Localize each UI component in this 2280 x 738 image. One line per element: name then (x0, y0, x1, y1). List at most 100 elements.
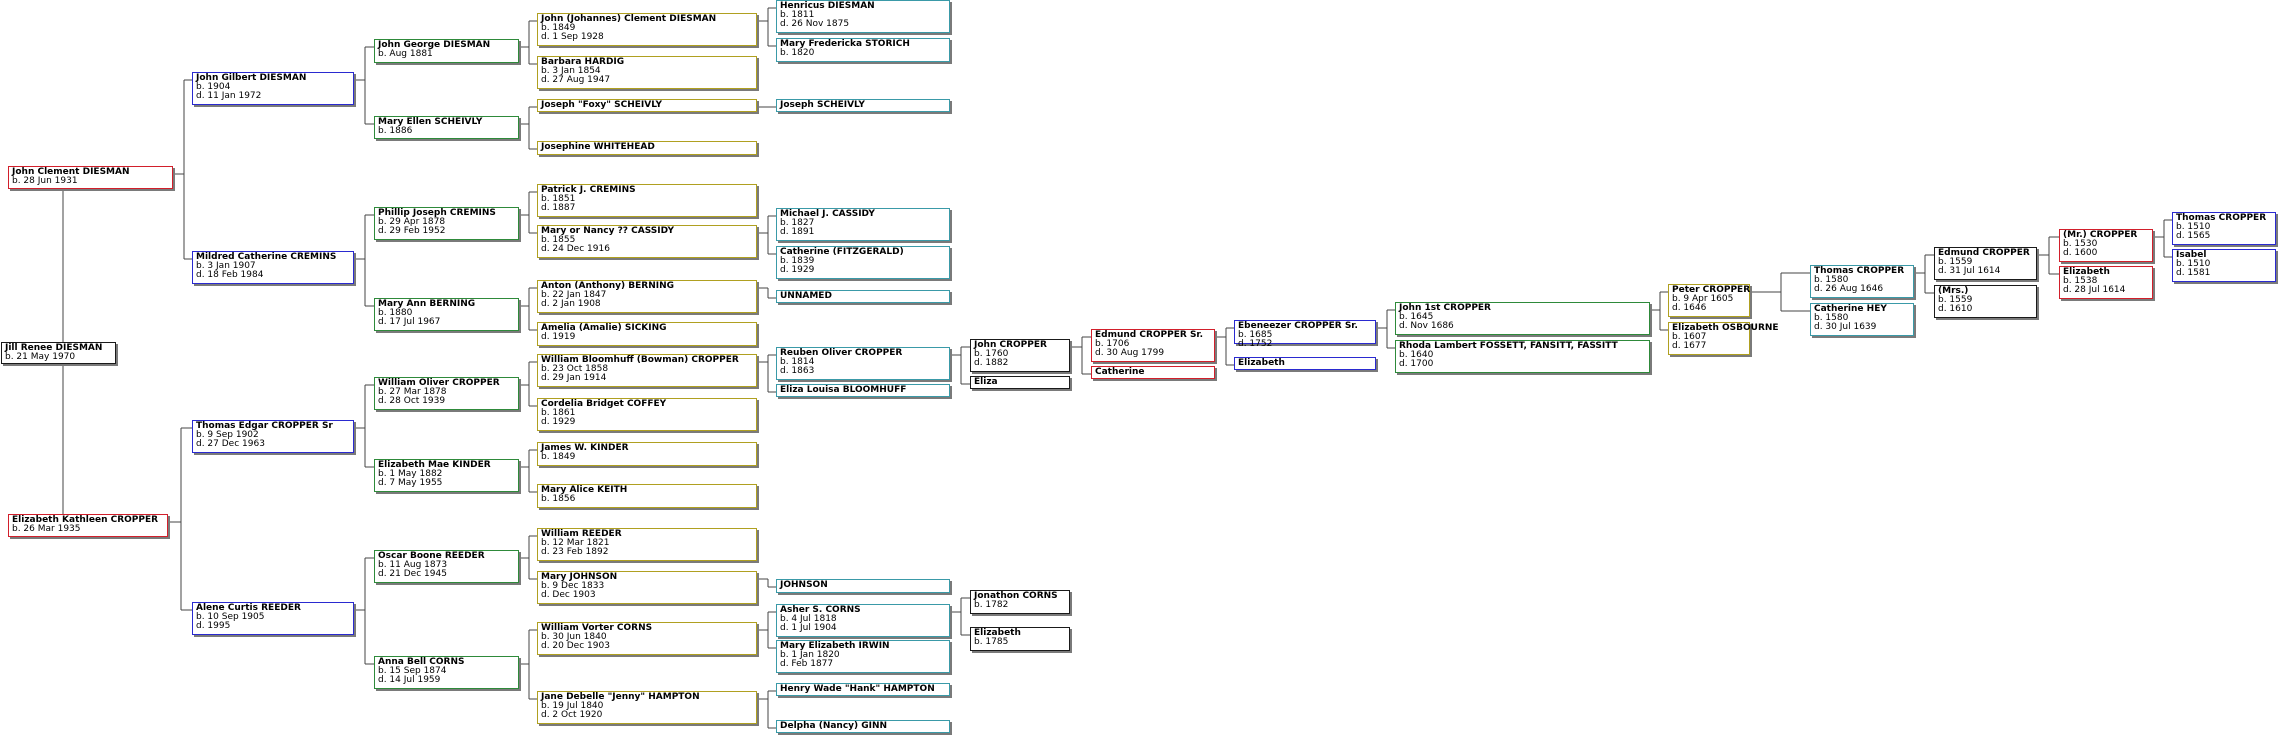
person-name: William Vorter CORNS (541, 623, 653, 633)
person-name: Oscar Boone REEDER (378, 551, 485, 561)
person-date: b. 9 Apr 1605 (1672, 294, 1734, 304)
person-name: Elizabeth OSBOURNE (1672, 323, 1779, 333)
person-box-js[interactable]: Joseph SCHEIVLY (776, 99, 950, 112)
person-name: Catherine (FITZGERALD) (780, 247, 904, 257)
person-box-hwh[interactable]: Henry Wade "Hank" HAMPTON (776, 683, 950, 696)
person-box-eliz2[interactable]: Elizabeth (1234, 357, 1376, 370)
person-date: b. 1839 (780, 256, 815, 266)
person-name: Alene Curtis REEDER (196, 603, 301, 613)
person-date: d. 28 Oct 1939 (378, 396, 446, 406)
person-name: John 1st CROPPER (1399, 303, 1491, 313)
person-date: b. 28 Jun 1931 (12, 176, 78, 186)
person-box-dng[interactable]: Delpha (Nancy) GINN (776, 720, 950, 733)
person-date: d. 1919 (541, 332, 576, 342)
person-name: John Clement DIESMAN (12, 167, 130, 177)
person-name: Elizabeth (1238, 358, 1285, 368)
person-date: b. 1559 (1938, 257, 1973, 267)
person-box-jhn[interactable]: JOHNSON (776, 579, 950, 593)
person-name: Henry Wade "Hank" HAMPTON (780, 684, 935, 694)
person-date: d. 18 Feb 1984 (196, 270, 264, 280)
person-box-jfs[interactable]: Joseph "Foxy" SCHEIVLY (537, 99, 757, 112)
person-date: b. 1820 (780, 48, 815, 58)
person-box-elb[interactable]: Eliza Louisa BLOOMHUFF (776, 384, 950, 397)
person-date: b. 4 Jul 1818 (780, 614, 837, 624)
person-date: d. 2 Jan 1908 (541, 299, 601, 309)
person-box-eliza[interactable]: Eliza (970, 376, 1070, 389)
person-name: Patrick J. CREMINS (541, 185, 636, 195)
person-name: Mildred Catherine CREMINS (196, 252, 337, 262)
person-date: d. Dec 1903 (541, 590, 596, 600)
person-date: d. Feb 1877 (780, 659, 834, 669)
person-date: d. 7 May 1955 (378, 478, 443, 488)
person-date: b. 1904 (196, 82, 231, 92)
person-date: b. 11 Aug 1873 (378, 560, 448, 570)
person-date: b. 21 May 1970 (5, 352, 76, 362)
person-date: d. 2 Oct 1920 (541, 710, 603, 720)
person-date: b. 1849 (541, 23, 576, 33)
person-box-cath1[interactable]: Catherine (1091, 366, 1215, 379)
person-date: d. 31 Jul 1614 (1938, 266, 2001, 276)
person-box-jw[interactable]: Josephine WHITEHEAD (537, 141, 757, 155)
person-date: d. 23 Feb 1892 (541, 547, 609, 557)
person-date: d. 28 Jul 1614 (2063, 285, 2126, 295)
person-date: b. 1640 (1399, 350, 1434, 360)
person-date: b. 1855 (541, 235, 576, 245)
person-name: Thomas CROPPER (2176, 213, 2267, 223)
person-box-unn[interactable]: UNNAMED (776, 290, 950, 303)
person-date: b. 9 Sep 1902 (196, 430, 259, 440)
